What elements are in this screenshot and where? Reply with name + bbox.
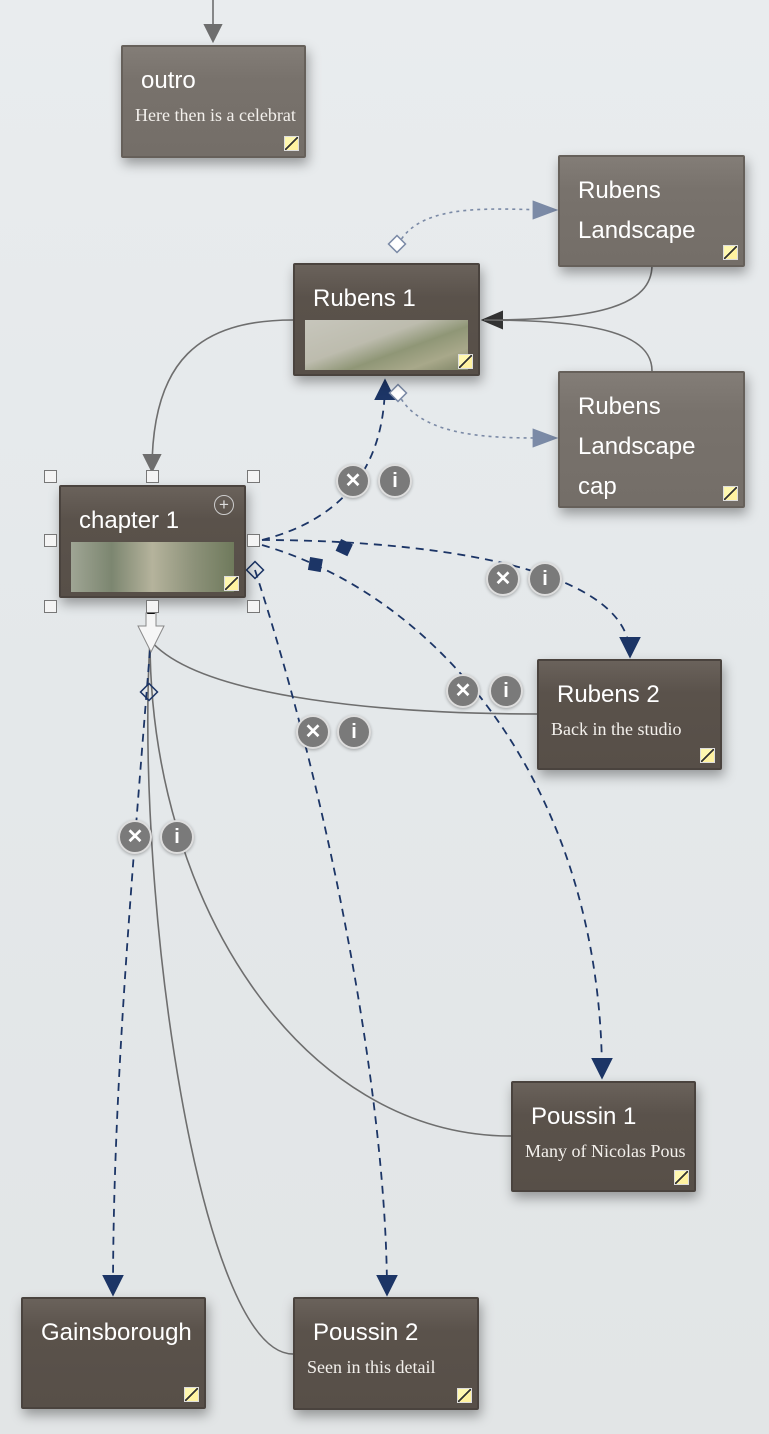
- info-link-icon[interactable]: i: [489, 674, 523, 708]
- link-chapter1-poussin2: [147, 639, 294, 1355]
- dashed-link-chapter1-poussin2: [254, 569, 398, 1297]
- note-rubens-1[interactable]: Rubens 1: [293, 263, 480, 376]
- selection-handle[interactable]: [44, 600, 57, 613]
- note-gainsborough[interactable]: Gainsborough: [21, 1297, 206, 1409]
- selection-handle[interactable]: [247, 600, 260, 613]
- note-outro[interactable]: outro Here then is a celebration: [121, 45, 306, 158]
- expand-plus-icon[interactable]: +: [214, 495, 234, 515]
- delete-link-icon[interactable]: ✕: [296, 715, 330, 749]
- delete-link-icon[interactable]: ✕: [446, 674, 480, 708]
- info-link-icon[interactable]: i: [337, 715, 371, 749]
- dashed-link-chapter1-rubens2: [261, 539, 641, 659]
- delete-link-icon[interactable]: ✕: [118, 820, 152, 854]
- note-title: Rubens Landscape: [578, 177, 696, 244]
- note-chapter-1[interactable]: chapter 1 +: [59, 485, 246, 598]
- selection-handle[interactable]: [44, 534, 57, 547]
- note-poussin-1[interactable]: Poussin 1 Many of Nicolas Poussin: [511, 1081, 696, 1192]
- note-title: Rubens 1: [313, 285, 416, 312]
- selection-handle[interactable]: [247, 470, 260, 483]
- dashed-link-chapter1-gainsborough: [102, 649, 151, 1297]
- info-link-icon[interactable]: i: [160, 820, 194, 854]
- note-body: Many of Nicolas Poussin: [525, 1141, 686, 1161]
- delete-link-icon[interactable]: ✕: [336, 464, 370, 498]
- info-link-icon[interactable]: i: [378, 464, 412, 498]
- note-rubens-landscape[interactable]: Rubens Landscape: [558, 155, 745, 267]
- link-rubens1-chapter1: [142, 319, 294, 474]
- note-title: Rubens 2: [557, 681, 660, 708]
- resize-corner-icon[interactable]: [457, 1388, 472, 1403]
- note-body: Here then is a celebration: [135, 105, 296, 125]
- resize-corner-icon[interactable]: [284, 136, 299, 151]
- note-title: Poussin 1: [531, 1103, 637, 1130]
- resize-corner-icon[interactable]: [674, 1170, 689, 1185]
- note-title: Rubens Landscape cap: [578, 393, 696, 500]
- selection-handle[interactable]: [146, 470, 159, 483]
- delete-link-icon[interactable]: ✕: [486, 562, 520, 596]
- selection-handle[interactable]: [146, 600, 159, 613]
- link-chapter1-rubens2: [149, 639, 538, 715]
- dashed-link-chapter1-poussin1: [261, 544, 613, 1080]
- note-rubens-2[interactable]: Rubens 2 Back in the studio: [537, 659, 722, 770]
- note-title: chapter 1: [79, 507, 180, 534]
- note-rubens-landscape-cap[interactable]: Rubens Landscape cap: [558, 371, 745, 508]
- info-link-icon[interactable]: i: [528, 562, 562, 596]
- dotted-link-rubens1-landscapecap: [397, 392, 559, 448]
- link-landscape-rubens1: [480, 264, 653, 330]
- dashed-link-chapter1-rubens1: [261, 378, 396, 541]
- resize-corner-icon[interactable]: [184, 1387, 199, 1402]
- selection-handle[interactable]: [44, 470, 57, 483]
- note-title: Gainsborough: [41, 1319, 192, 1346]
- link-landscapecap-rubens1: [483, 319, 653, 372]
- resize-corner-icon[interactable]: [723, 245, 738, 260]
- selection-handle[interactable]: [247, 534, 260, 547]
- note-body: Seen in this detail: [307, 1357, 436, 1377]
- note-poussin-2[interactable]: Poussin 2 Seen in this detail: [293, 1297, 479, 1410]
- resize-corner-icon[interactable]: [458, 354, 473, 369]
- note-body: Back in the studio: [551, 719, 682, 739]
- note-image: [71, 542, 234, 592]
- resize-corner-icon[interactable]: [700, 748, 715, 763]
- link-chapter1-poussin1: [149, 639, 512, 1137]
- note-image: [305, 320, 468, 370]
- resize-corner-icon[interactable]: [723, 486, 738, 501]
- resize-corner-icon[interactable]: [224, 576, 239, 591]
- note-title: outro: [141, 67, 196, 94]
- note-title: Poussin 2: [313, 1319, 419, 1346]
- dotted-link-rubens1-landscape: [397, 200, 559, 246]
